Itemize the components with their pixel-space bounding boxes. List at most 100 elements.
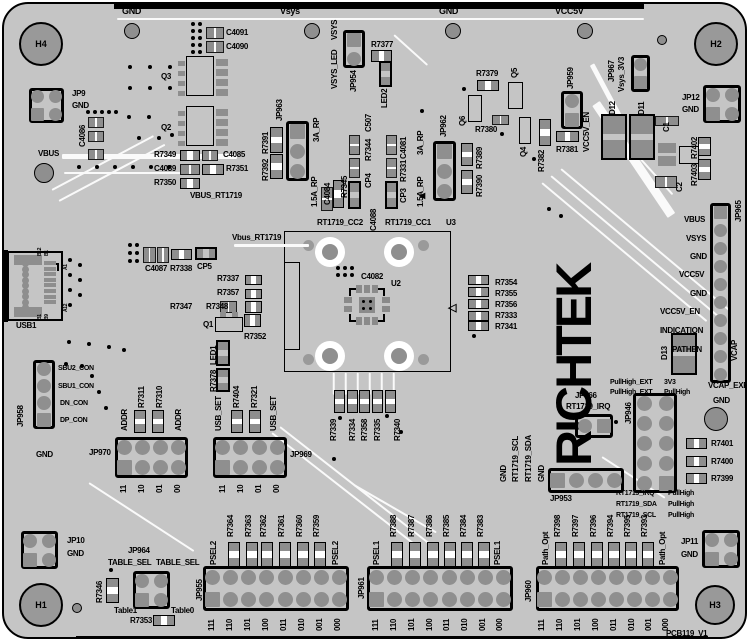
silkscreen-label: RT1719_SDA <box>616 501 657 508</box>
component-pad <box>350 169 359 177</box>
via-dot <box>343 273 347 277</box>
component-pad <box>501 116 508 124</box>
silkscreen-label: B1 <box>44 250 50 256</box>
jp965-pin <box>714 277 727 291</box>
usb-through-pad <box>22 260 29 267</box>
jp955-pin <box>295 592 311 608</box>
silkscreen-label: 10 <box>137 484 146 493</box>
via-dot <box>614 420 618 424</box>
silkscreen-label: C1 <box>662 122 671 132</box>
via-dot <box>86 110 90 114</box>
jp961-pin <box>496 592 512 608</box>
jp958-pin <box>37 396 51 411</box>
component-pad <box>215 42 223 52</box>
jp953-pin <box>588 473 603 488</box>
smd-pad <box>178 71 185 76</box>
jp965-pin <box>714 259 727 273</box>
component-pad <box>210 151 217 160</box>
jp961-pin <box>496 569 512 585</box>
silkscreen-label: R7398 <box>553 514 562 537</box>
resistor <box>461 143 473 166</box>
component-pad <box>469 276 476 284</box>
silkscreen-label: VBUS <box>684 215 706 224</box>
jp955-pin <box>222 592 238 608</box>
silkscreen-label: JP10 <box>67 536 85 545</box>
silkscreen-label: B12 <box>37 247 43 256</box>
component-pad <box>381 77 390 85</box>
u2-pad <box>382 306 390 312</box>
silkscreen-label: C4084 <box>323 182 332 205</box>
component-pad <box>493 116 500 124</box>
silkscreen-label: CP3 <box>399 188 408 203</box>
thermal-pad <box>384 237 414 267</box>
silkscreen-label: 101 <box>573 618 582 631</box>
via-dot <box>385 414 389 418</box>
component-pad <box>469 288 476 296</box>
component-pad <box>626 543 636 552</box>
silkscreen-label: JP960 <box>524 580 533 602</box>
jp961-pin <box>478 592 494 608</box>
silkscreen-label: R7350 <box>154 178 177 187</box>
via-pad <box>34 163 54 183</box>
jp970-pin <box>153 439 169 455</box>
silkscreen-label: JP963 <box>275 99 284 121</box>
jp955-pin <box>259 569 275 585</box>
silkscreen-label: JP959 <box>566 67 575 89</box>
jp960-pin <box>662 569 678 585</box>
silkscreen-label: RT1719_SCL <box>511 436 520 482</box>
component-pad <box>229 302 236 312</box>
via-dot <box>78 263 82 267</box>
component-pad <box>181 151 188 160</box>
silkscreen-label: R7384 <box>459 514 468 537</box>
jp961-pin <box>441 569 457 585</box>
jp960-pin <box>537 569 553 585</box>
silkscreen-label: PullHigh <box>668 512 694 519</box>
component-pad <box>392 557 402 566</box>
jp12-pin <box>724 106 739 121</box>
silkscreen-label: 3V3 <box>664 379 676 386</box>
usb-through-pad <box>22 304 29 311</box>
board-edge-bottom <box>76 636 708 637</box>
component-pad <box>609 543 619 552</box>
component-pad <box>192 151 199 160</box>
silkscreen-label: 000 <box>661 618 670 631</box>
usb-through-pad <box>22 287 29 295</box>
u2-center-pad <box>359 297 375 313</box>
via-dot <box>128 86 132 90</box>
silkscreen-label: GND <box>499 465 508 482</box>
jp964-pin <box>135 592 150 607</box>
silkscreen-label: JP962 <box>439 115 448 137</box>
component-body-outline <box>519 117 531 144</box>
capacitor <box>386 135 397 155</box>
silkscreen-label: VSYS <box>330 19 339 40</box>
silkscreen-label: TABLE_SEL <box>108 558 152 567</box>
mounting-hole-label: H4 <box>35 39 47 49</box>
component-pad <box>163 248 168 262</box>
silkscreen-label: PullHigh <box>668 501 694 508</box>
component-pad <box>232 424 242 432</box>
silkscreen-label: CP5 <box>197 262 212 271</box>
jp970-pin <box>153 460 169 476</box>
jp959-header <box>561 91 583 129</box>
component-pad <box>373 391 382 399</box>
jp962-header <box>433 141 456 201</box>
silkscreen-label: 100 <box>425 618 434 631</box>
jp12-header <box>703 85 741 123</box>
jp967-pin <box>634 76 647 90</box>
silkscreen-label: JP11 <box>681 537 699 546</box>
jp960-pin <box>626 592 642 608</box>
component-pad <box>360 391 369 399</box>
silkscreen-label: 110 <box>389 618 398 631</box>
component-pad <box>255 276 261 284</box>
copper-trace <box>62 154 237 159</box>
component-pad <box>350 159 359 167</box>
silkscreen-label: ◀ <box>419 191 425 200</box>
component-pad <box>96 150 103 159</box>
jp962-pin <box>437 163 452 179</box>
resistor <box>134 410 146 433</box>
silkscreen-label: 001 <box>478 618 487 631</box>
via-dot <box>198 43 202 47</box>
silkscreen-label: R7399 <box>711 474 734 483</box>
component-pad <box>462 144 472 152</box>
silkscreen-label: VSYS_LED <box>330 49 339 89</box>
